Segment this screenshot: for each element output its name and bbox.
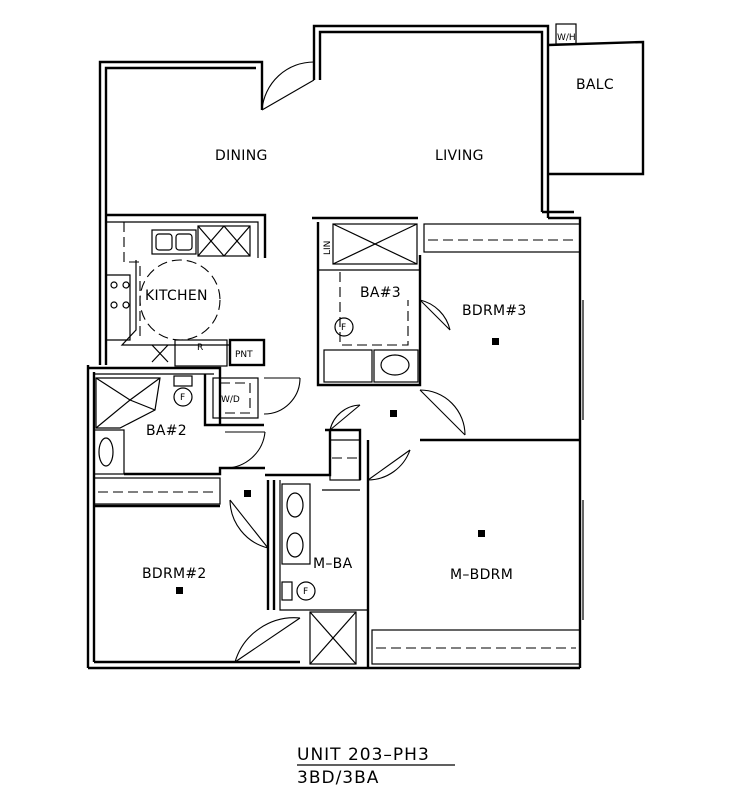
bedroom-2-area <box>93 477 301 663</box>
refrigerator-box <box>174 339 228 367</box>
room-label-balcony: BALC <box>576 77 614 93</box>
detector-icon <box>492 338 499 345</box>
smoke-detectors <box>176 338 499 594</box>
hall-closets <box>265 404 362 481</box>
unit-title: UNIT 203–PH3 <box>297 745 430 765</box>
detector-icon <box>390 410 397 417</box>
balcony <box>547 23 645 176</box>
detector-icon <box>176 587 183 594</box>
detector-icon <box>478 530 485 537</box>
room-label-bedroom-2: BDRM#2 <box>142 566 207 582</box>
master-bath-area <box>279 440 411 668</box>
stove-burners <box>110 281 130 309</box>
bedroom-3-area <box>312 216 584 442</box>
exterior-walls <box>86 24 582 670</box>
room-label-bath-3: BA#3 <box>360 285 401 301</box>
room-label-living: LIVING <box>435 148 484 164</box>
room-label-bath-2: BA#2 <box>146 423 187 439</box>
toilet-master-bath <box>296 581 316 601</box>
washer-dryer-label: W/D <box>221 395 240 405</box>
room-label-master-bedroom: M–BDRM <box>450 567 513 583</box>
bath-2-area <box>88 366 301 476</box>
entry-door <box>261 61 315 111</box>
linen-label: LIN <box>323 241 333 255</box>
pantry-box <box>228 338 266 367</box>
kitchen-area <box>106 213 267 367</box>
toilet-label-bath3: F <box>341 323 346 333</box>
room-label-dining: DINING <box>215 148 268 164</box>
detector-icon <box>244 490 251 497</box>
water-heater-box <box>555 23 577 45</box>
water-heater-label: W/H <box>557 33 576 43</box>
toilet-bath2 <box>173 387 193 407</box>
unit-layout: 3BD/3BA <box>297 768 379 788</box>
pantry-label: PNT <box>235 350 253 360</box>
master-bedroom-area <box>371 500 584 665</box>
toilet-label-bath2: F <box>180 393 185 403</box>
room-label-master-bath: M–BA <box>313 556 353 572</box>
room-label-kitchen: KITCHEN <box>145 288 208 304</box>
toilet-label-master-bath: F <box>303 587 308 597</box>
refrigerator-label: R <box>197 343 203 353</box>
washer-dryer <box>212 377 259 419</box>
room-label-bedroom-3: BDRM#3 <box>462 303 527 319</box>
